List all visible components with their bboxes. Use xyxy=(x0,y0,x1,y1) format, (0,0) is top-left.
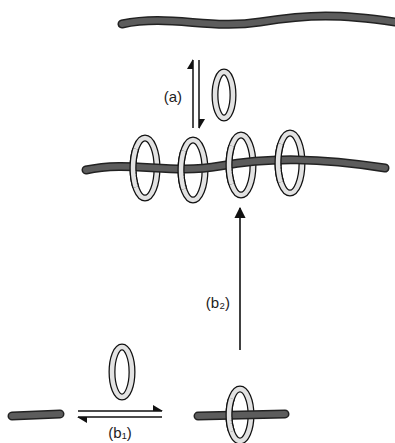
step-label: (b₂) xyxy=(206,295,230,310)
step-label: (a) xyxy=(164,89,182,104)
polymer-thread xyxy=(122,16,395,24)
cyclodextrin-ring xyxy=(112,347,132,397)
step-label: (b₁) xyxy=(108,425,131,440)
equilibrium-arrow xyxy=(78,411,162,417)
polyrotaxane xyxy=(86,133,385,200)
polymer-segment xyxy=(12,414,60,416)
cyclodextrin-ring xyxy=(215,72,233,118)
reaction-arrow xyxy=(239,208,241,350)
inclusion-complex xyxy=(198,389,285,441)
equilibrium-arrow xyxy=(193,60,199,128)
